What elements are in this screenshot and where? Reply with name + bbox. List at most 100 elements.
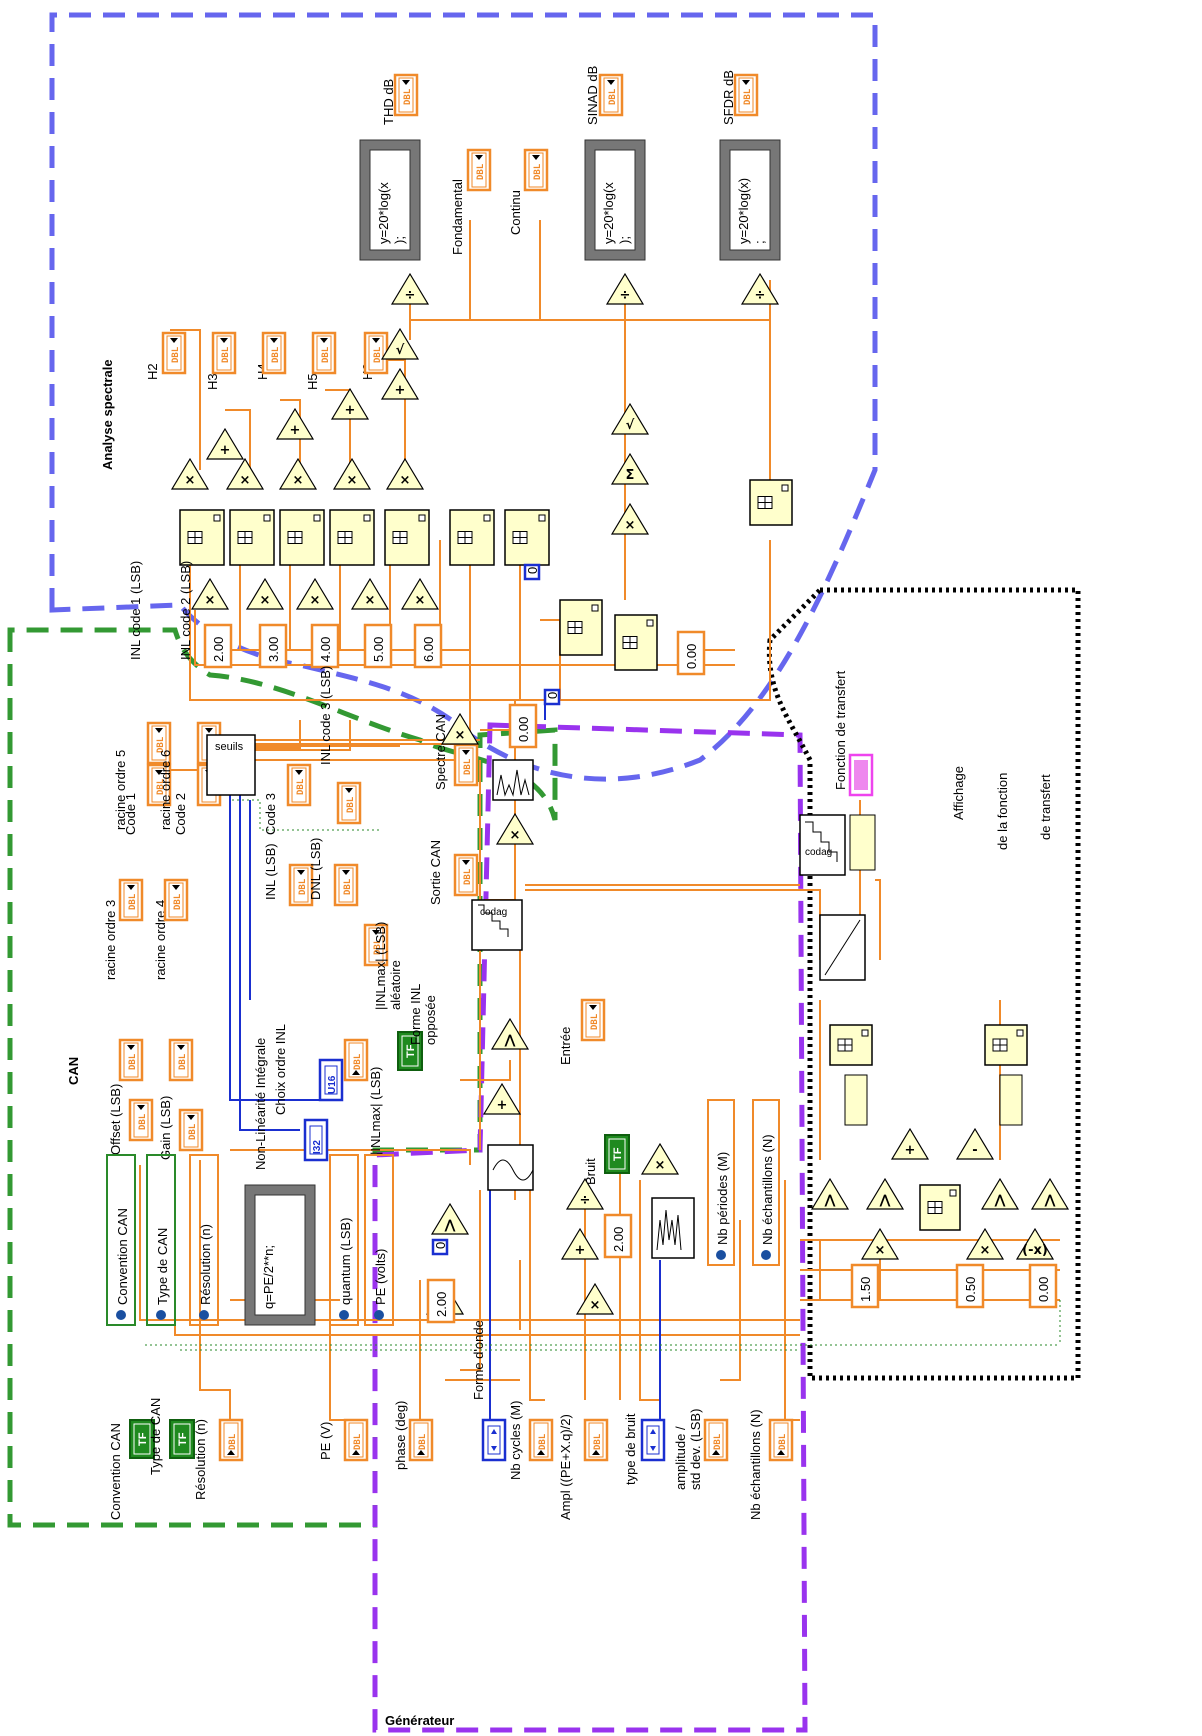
resolution-local: Résolution (n) <box>190 1155 218 1325</box>
multiply-node-2: × <box>192 579 228 609</box>
nb-periodes-control: Nb périodes (M) <box>708 1100 734 1265</box>
const-index[interactable]: 0 <box>525 565 540 579</box>
const-value: 0.50 <box>963 1277 978 1302</box>
spectral-indicator-label-0: THD dB <box>381 79 396 125</box>
harmonic-constant-2[interactable]: 2.00 <box>205 625 231 667</box>
racine-ordre-6-indicator[interactable]: DBL <box>165 880 187 920</box>
tf-text: TF <box>612 1147 624 1161</box>
harmonic-constant-3[interactable]: 3.00 <box>260 625 286 667</box>
code-3-indicator[interactable]: DBL <box>288 765 310 805</box>
max-subvi <box>750 480 792 525</box>
spectral-indicator-label-3: SINAD dB <box>585 66 600 125</box>
wire <box>410 280 770 320</box>
transfer-title-2: de la fonction <box>995 773 1010 850</box>
harmonic-h6-indicator[interactable]: DBL <box>365 333 387 373</box>
dbl-text: DBL <box>373 346 383 363</box>
forme-onde-control[interactable] <box>483 1420 505 1460</box>
type-bruit-control[interactable] <box>642 1420 664 1460</box>
spectral-indicator-3[interactable]: DBL <box>600 75 622 115</box>
forme-inl-label: Forme INLopposée <box>408 984 438 1045</box>
add-node-1: + <box>207 429 243 459</box>
convention-can-local: Convention CAN <box>107 1155 135 1325</box>
phase-control[interactable]: DBL <box>410 1420 432 1460</box>
gen-constant-2b[interactable]: 2.00 <box>605 1215 631 1257</box>
quantum-formula-node: q=PE/2**n; <box>245 1185 315 1325</box>
array-subvi-2 <box>985 1025 1027 1065</box>
const-value: 0.00 <box>684 644 699 669</box>
globe-icon <box>156 1310 166 1320</box>
operator-symbol: × <box>347 473 358 488</box>
seuils-text: seuils <box>215 741 244 753</box>
nb-cycles-control[interactable]: DBL <box>530 1420 552 1460</box>
const-index-2[interactable]: 0 <box>545 690 560 704</box>
harmonic-h5-indicator[interactable]: DBL <box>313 333 335 373</box>
resolution-control[interactable]: DBL <box>220 1420 242 1460</box>
divide-node-sinad: ÷ <box>607 274 643 304</box>
gen-constant-2[interactable]: 2.00 <box>428 1280 454 1322</box>
harmonic-h3-indicator[interactable]: DBL <box>213 333 235 373</box>
dbl-text: DBL <box>353 1053 363 1070</box>
inl-code-3-indicator[interactable]: DBL <box>338 783 360 823</box>
fonction-transfert-indicator[interactable] <box>850 755 872 795</box>
harmonic-h2-indicator[interactable]: DBL <box>163 333 185 373</box>
const-000[interactable]: 0.00 <box>1030 1265 1056 1307</box>
entree-indicator[interactable]: DBL <box>582 1000 604 1040</box>
bottom-type-label: Type de CAN <box>148 1398 163 1475</box>
spectral-indicator-4[interactable]: DBL <box>735 75 757 115</box>
racine-ordre-3-label: racine ordre 3 <box>103 900 118 980</box>
pe-control[interactable]: DBL <box>345 1420 367 1460</box>
racine-ordre-5-indicator[interactable]: DBL <box>120 880 142 920</box>
nb-echantillons-bottom-label: Nb échantillons (N) <box>748 1409 763 1520</box>
type-can-control[interactable]: TF <box>170 1420 194 1458</box>
forme-onde-label: Forme d'onde <box>471 1320 486 1400</box>
operator-symbol: ÷ <box>620 288 631 303</box>
dbl-text: DBL <box>418 1433 428 1450</box>
sub-node-tr: - <box>957 1129 993 1159</box>
operator-symbol: - <box>972 1143 977 1158</box>
const-zero-spectral[interactable]: 0.00 <box>678 632 704 674</box>
dbl-text: DBL <box>476 163 486 180</box>
dnl-indicator[interactable]: DBL <box>335 865 357 905</box>
build-subvi-tr <box>920 1185 960 1230</box>
multiply-node-6: × <box>402 579 438 609</box>
harmonic-constant-6[interactable]: 6.00 <box>415 625 441 667</box>
gen-constant-0[interactable]: 0 <box>433 1240 448 1254</box>
racine-ordre-3-indicator[interactable]: DBL <box>120 1040 142 1080</box>
negate-node: (-x) <box>1017 1229 1053 1259</box>
harmonic-constant-5[interactable]: 5.00 <box>365 625 391 667</box>
dbl-text: DBL <box>321 346 331 363</box>
harmonic-subvi-4 <box>280 510 324 565</box>
harmonic-h4-indicator[interactable]: DBL <box>263 333 285 373</box>
operator-symbol: ⋀ <box>880 1193 891 1208</box>
codag-text: codag <box>805 847 832 858</box>
const-150[interactable]: 1.50 <box>852 1265 878 1307</box>
nb-echantillons-bottom-control[interactable]: DBL <box>770 1420 792 1460</box>
non-linearite-integrale-control[interactable]: I32 <box>305 1120 327 1160</box>
dbl-text: DBL <box>138 1113 148 1130</box>
dbl-text: DBL <box>403 88 413 105</box>
spectral-indicator-1[interactable]: DBL <box>468 150 490 190</box>
gain-indicator[interactable]: DBL <box>180 1110 202 1150</box>
unbundle-node: ⋀ <box>432 1204 468 1234</box>
const-zero-2[interactable]: 0.00 <box>510 705 536 747</box>
spectral-indicator-0[interactable]: DBL <box>395 75 417 115</box>
amplitude-std-control[interactable]: DBL <box>705 1420 727 1460</box>
harmonic-constant-4[interactable]: 4.00 <box>312 625 338 667</box>
racine-ordre-4-indicator[interactable]: DBL <box>170 1040 192 1080</box>
const-value: 1.50 <box>858 1277 873 1302</box>
choix-ordre-inl-control[interactable]: U16 <box>320 1060 342 1100</box>
const-050[interactable]: 0.50 <box>957 1265 983 1307</box>
sortie-can-indicator[interactable]: DBL <box>455 855 477 895</box>
square-node-2: × <box>172 459 208 489</box>
operator-symbol: × <box>510 828 521 843</box>
bottom-resolution-label: Résolution (n) <box>193 1419 208 1500</box>
spectre-can-indicator[interactable]: DBL <box>455 745 477 785</box>
divide-node-thd: ÷ <box>392 274 428 304</box>
ampl-control[interactable]: DBL <box>585 1420 607 1460</box>
offset-indicator[interactable]: DBL <box>130 1100 152 1140</box>
bruit-control[interactable]: TF <box>605 1135 629 1173</box>
inlmax-control[interactable]: DBL <box>345 1040 367 1080</box>
dnl-label: DNL (LSB) <box>308 838 323 900</box>
dbl-text: DBL <box>173 893 183 910</box>
spectral-indicator-2[interactable]: DBL <box>525 150 547 190</box>
